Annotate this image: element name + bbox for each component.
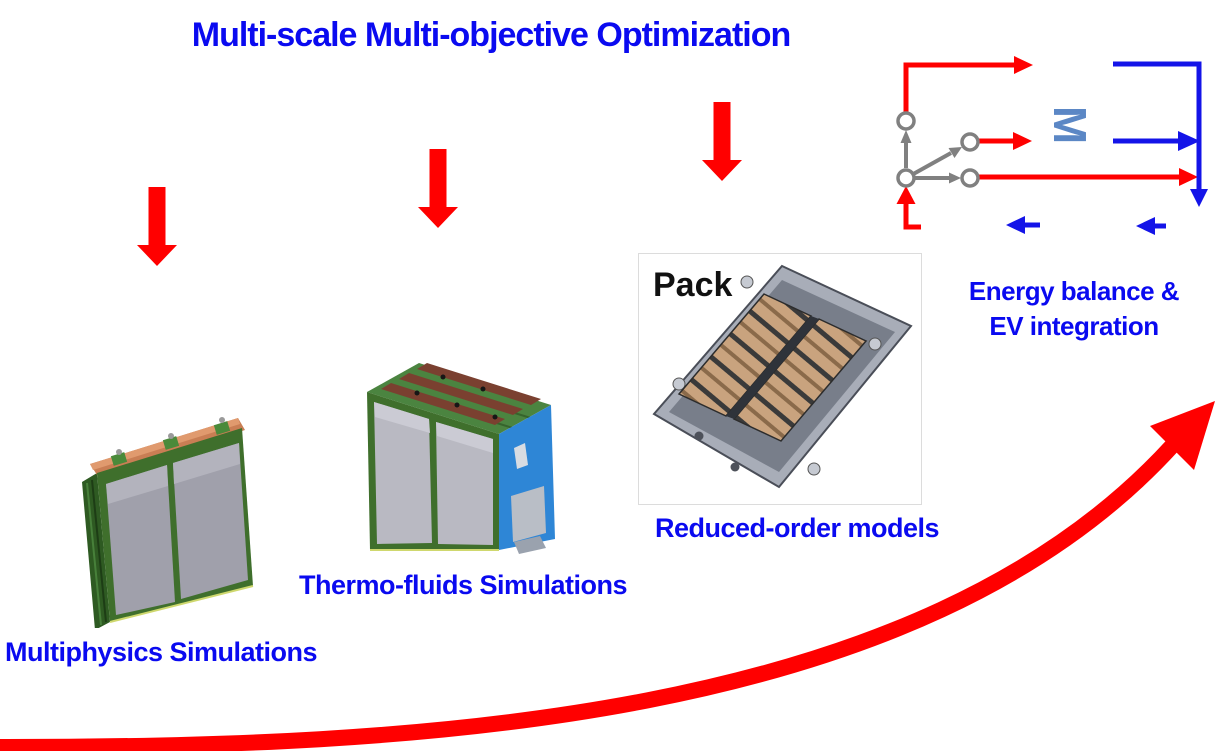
growth-arrow-icon [0, 401, 1215, 751]
battery-module-drawing [367, 363, 555, 554]
down-arrow-icon [137, 187, 177, 266]
down-arrow-icon [418, 149, 458, 228]
switch-node-center [896, 168, 916, 188]
switch-arrowheads [900, 130, 962, 184]
cell-image [72, 396, 257, 628]
battery-pack-drawing: Pack [652, 264, 913, 489]
red-wire-arrowheads [896, 56, 1198, 204]
switch-node-top [896, 111, 916, 131]
red-wire-paths [903, 62, 1181, 230]
switch-node-lower-right [960, 168, 980, 188]
down-arrow-icon [702, 102, 742, 181]
pack-label: Pack [653, 266, 732, 304]
thermo-fluids-label: Thermo-fluids Simulations [298, 570, 628, 600]
page-title: Multi-scale Multi-objective Optimization [191, 16, 792, 54]
ev-circuit-diagram: M [896, 56, 1208, 235]
switch-arrows [904, 141, 952, 180]
multiphysics-label: Multiphysics Simulations [4, 637, 318, 667]
energy-balance-line2: EV integration [989, 311, 1159, 341]
motor-symbol: M [1044, 106, 1096, 144]
energy-balance-label: Energy balance & EV integration [956, 274, 1192, 344]
switch-nodes [896, 111, 980, 188]
energy-balance-line1: Energy balance & [968, 276, 1180, 306]
reduced-order-label: Reduced-order models [654, 513, 940, 543]
blue-wire-paths [1023, 61, 1202, 229]
blue-wire-arrowheads [1006, 131, 1208, 235]
battery-cell-drawing [82, 417, 254, 628]
pack-image: Pack [638, 253, 922, 505]
switch-node-upper-right [960, 132, 980, 152]
module-image [347, 333, 573, 562]
